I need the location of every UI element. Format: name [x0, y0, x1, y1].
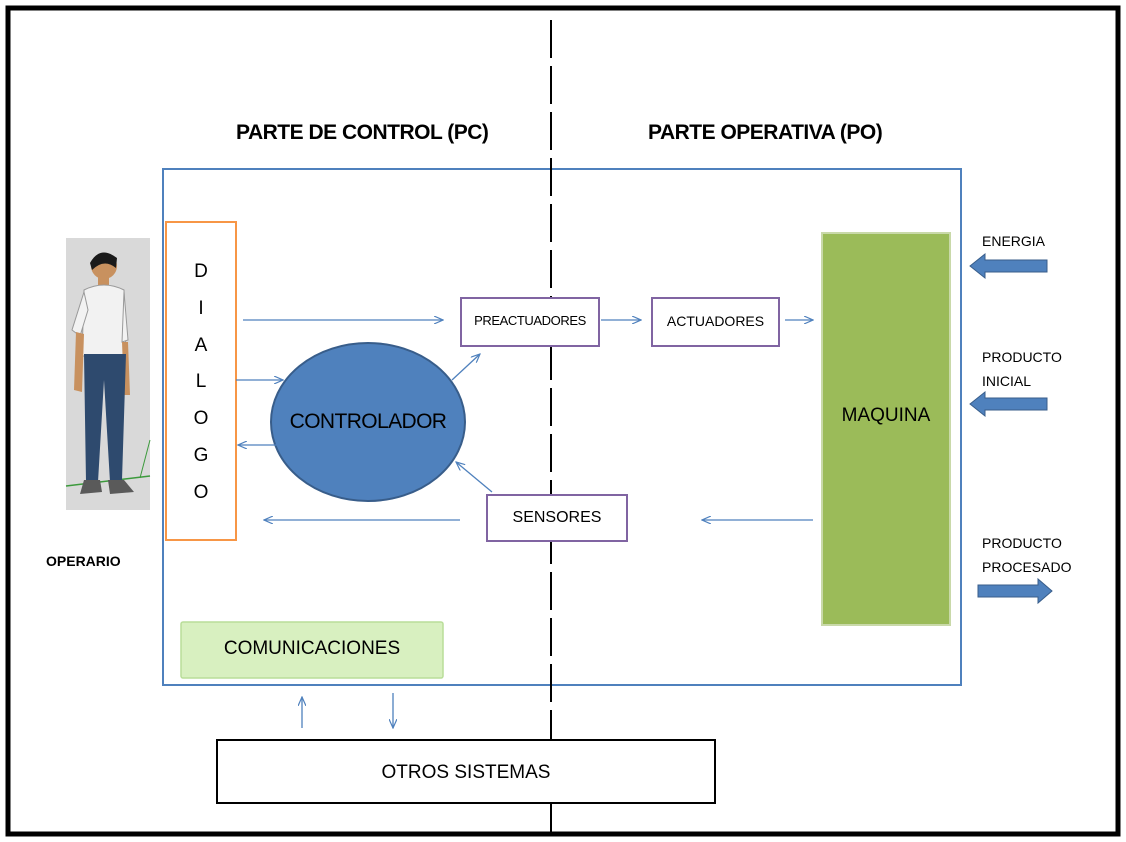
producto-inicial-arrow	[969, 390, 1048, 418]
dialog-letter: A	[194, 334, 208, 356]
producto-inicial-label-2: INICIAL	[982, 372, 1032, 389]
dialog-letter: O	[193, 481, 209, 503]
system-boundary	[162, 168, 962, 686]
dialog-label: D I A L O G O	[166, 262, 236, 502]
controlador-label: CONTROLADOR	[289, 410, 447, 434]
dialog-box	[165, 221, 237, 541]
actuadores-box	[651, 297, 780, 347]
maquina-label: MAQUINA	[841, 404, 931, 426]
header-parte-de-control: PARTE DE CONTROL (PC)	[236, 121, 489, 145]
producto-inicial-label-1: PRODUCTO	[982, 348, 1062, 365]
otros-sistemas-box	[216, 739, 716, 804]
producto-procesado-label-1: PRODUCTO	[982, 534, 1062, 551]
operator-figure	[65, 238, 151, 510]
controlador-node	[270, 342, 466, 502]
dialog-letter: G	[193, 445, 209, 467]
operario-label: OPERARIO	[46, 552, 121, 569]
producto-procesado-label-2: PROCESADO	[982, 558, 1072, 575]
energia-label: ENERGIA	[982, 232, 1046, 249]
dialog-letter: L	[195, 371, 207, 393]
header-parte-operativa: PARTE OPERATIVA (PO)	[648, 121, 883, 145]
arrow-controlador-to-preactuadores	[451, 354, 480, 381]
preactuadores-label: PREACTUADORES	[474, 313, 586, 329]
dialog-letter: O	[193, 408, 209, 430]
maquina-node	[821, 232, 951, 626]
comunicaciones-label: COMUNICACIONES	[223, 637, 401, 659]
dialog-letter: I	[198, 297, 204, 319]
energia-arrow	[969, 252, 1048, 280]
comunicaciones-box	[180, 621, 444, 679]
preactuadores-box	[460, 297, 600, 347]
otros-sistemas-label: OTROS SISTEMAS	[381, 761, 551, 783]
producto-procesado-arrow	[977, 577, 1053, 605]
arrow-sensores-to-controlador	[456, 462, 493, 493]
sensores-box	[486, 494, 628, 542]
actuadores-label: ACTUADORES	[666, 312, 765, 329]
dialog-letter: D	[194, 261, 208, 282]
sensores-label: SENSORES	[512, 509, 602, 527]
